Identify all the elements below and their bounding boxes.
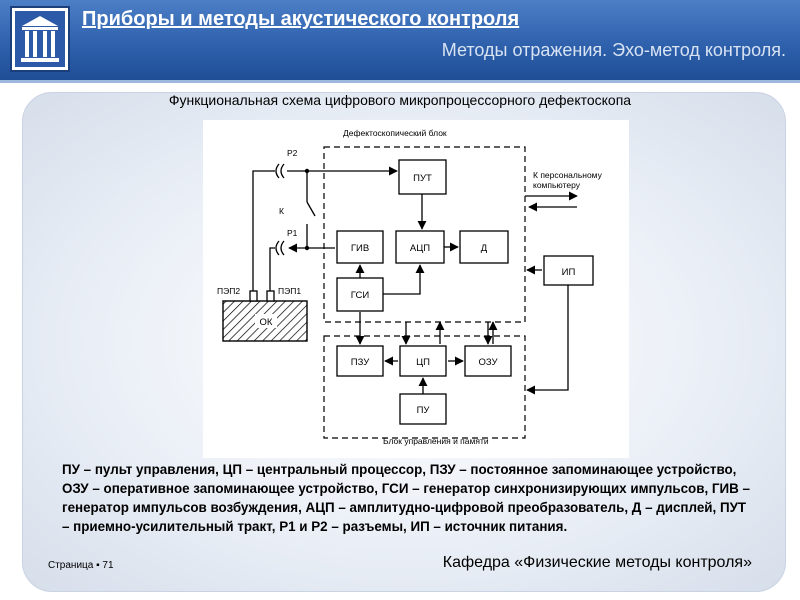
- giv-block: [336, 230, 384, 264]
- defectoscope-block-frame: [323, 146, 526, 323]
- test-object-label: ОК: [260, 317, 273, 328]
- transducer-pep1: [266, 290, 275, 302]
- functional-diagram: Дефектоскопический блок Блок управления …: [203, 120, 629, 458]
- diagram-svg: Дефектоскопический блок Блок управления …: [217, 128, 603, 446]
- pzu-label: ПЗУ: [351, 357, 370, 368]
- pc-label-line1: К персональному: [533, 170, 603, 180]
- pzu-block: [336, 345, 384, 377]
- pep2-label: ПЭП2: [217, 286, 240, 296]
- gsi-label: ГСИ: [351, 290, 370, 301]
- display-block: [459, 230, 509, 264]
- gsi-block: [336, 277, 384, 312]
- test-object-label-bg: [255, 314, 277, 328]
- junction-p1: [304, 245, 310, 251]
- figure-title: Функциональная схема цифрового микропроц…: [168, 92, 632, 108]
- display-label: Д: [481, 243, 488, 254]
- giv-label: ГИВ: [351, 243, 369, 254]
- control-memory-block-frame: [323, 335, 526, 439]
- ozu-label: ОЗУ: [478, 357, 498, 368]
- university-logo: [10, 6, 70, 72]
- pu-label: ПУ: [417, 405, 431, 416]
- control-memory-block-label: Блок управления и памяти: [383, 436, 489, 446]
- junction-p2: [304, 168, 310, 174]
- ip-block: [543, 255, 594, 286]
- defectoscope-block-label: Дефектоскопический блок: [343, 128, 447, 138]
- acp-label: АЦП: [410, 243, 430, 254]
- ip-label: ИП: [562, 267, 576, 278]
- abbreviation-legend: ПУ – пульт управления, ЦП – центральный …: [62, 462, 750, 534]
- acp-block: [395, 230, 445, 264]
- header-divider: [0, 80, 800, 83]
- slide-title: Приборы и методы акустического контроля: [82, 8, 520, 30]
- header-bar: [0, 0, 800, 80]
- pc-label-line2: компьютеру: [533, 180, 581, 190]
- p2-label: Р2: [287, 148, 298, 158]
- put-label: ПУТ: [413, 173, 432, 184]
- department-name: Кафедра «Физические методы контроля»: [442, 554, 752, 571]
- transducer-pep2: [249, 290, 258, 302]
- slide-subtitle: Методы отражения. Эхо-метод контроля.: [441, 40, 786, 60]
- connectors: [275, 163, 285, 256]
- page-number: Страница ▪ 71: [48, 560, 114, 571]
- ozu-block: [464, 345, 512, 377]
- switch-k-label: К: [279, 206, 284, 216]
- p1-label: Р1: [287, 228, 298, 238]
- pep1-label: ПЭП1: [278, 286, 301, 296]
- cp-label: ЦП: [416, 357, 430, 368]
- cp-block: [399, 345, 447, 377]
